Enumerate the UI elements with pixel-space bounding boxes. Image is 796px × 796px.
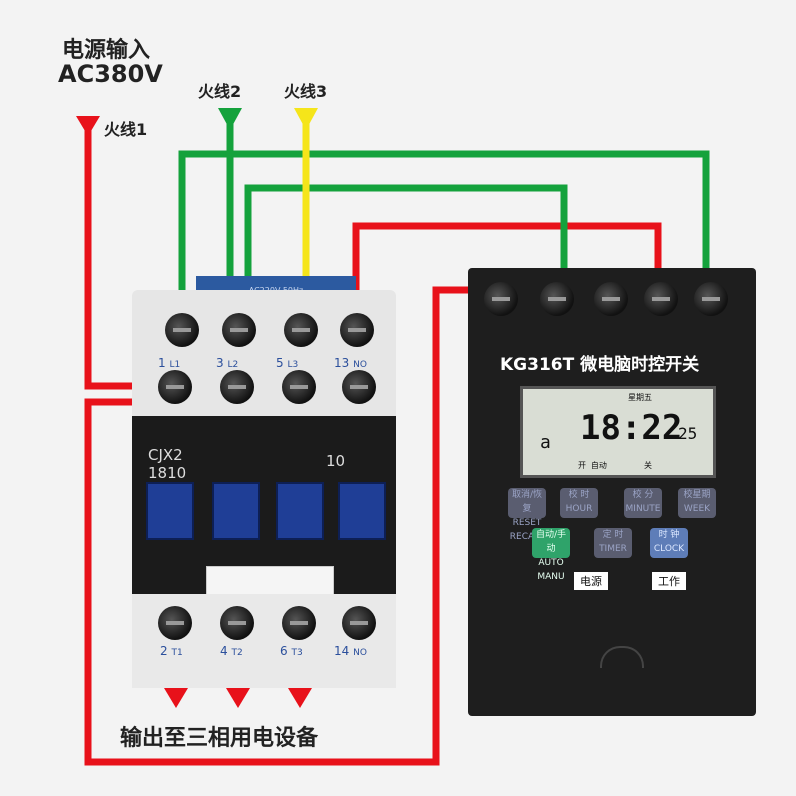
screw-icon [222,313,256,347]
terminal-label-13: 13 NO [334,356,367,370]
screw-icon [340,313,374,347]
screw-icon [484,282,518,316]
lcd-seconds: 25 [678,424,698,443]
arrow-l1 [76,116,100,136]
screw-icon [165,313,199,347]
contact-window [146,482,194,540]
screw-icon [342,370,376,404]
wire-red-loop [84,286,500,766]
terminal-label-6: 6 T3 [280,644,303,658]
arrow-l2 [218,108,242,130]
lcd-status-right: 关 [644,461,652,470]
contact-window [276,482,324,540]
power-indicator-label: 电源 [574,572,608,590]
screw-icon [644,282,678,316]
screw-icon [220,606,254,640]
screw-icon [342,606,376,640]
terminal-label-4: 4 T2 [220,644,243,658]
arrow-l3 [294,108,318,130]
screw-icon [158,606,192,640]
output-label: 输出至三相用电设备 [120,726,319,751]
screw-icon [540,282,574,316]
wire-red-coil [352,222,662,318]
screw-icon [284,313,318,347]
lcd-time: 18:22 [580,408,683,448]
contact-window [212,482,260,540]
title-line1: 电源输入 [62,38,151,63]
screw-icon [220,370,254,404]
timer-title: KG316T 微电脑时控开关 [500,355,700,375]
output-arrow-t3 [288,688,312,708]
screw-icon [282,606,316,640]
terminal-label-2: 2 T1 [160,644,183,658]
lcd-day: 星期五 [628,393,652,402]
terminal-label-14: 14 NO [334,644,367,658]
wire-green-1 [178,150,710,320]
output-arrow-t1 [164,688,188,708]
screw-icon [594,282,628,316]
lcd-mode: a [540,432,551,453]
terminal-label-5: 5 L3 [276,356,299,370]
lcd-display [520,386,716,478]
title-line2: AC380V [58,60,163,88]
screw-icon [158,370,192,404]
label-phase-l2: 火线2 [198,82,242,101]
output-arrow-t2 [226,688,250,708]
contactor-aux-number: 10 [326,452,346,470]
screw-icon [282,370,316,404]
label-phase-l3: 火线3 [284,82,328,101]
screw-icon [694,282,728,316]
terminal-label-3: 3 L2 [216,356,239,370]
work-indicator-label: 工作 [652,572,686,590]
label-phase-l1: 火线1 [104,120,148,139]
lcd-status-left: 开 自动 [578,461,607,470]
contact-window [338,482,386,540]
terminal-label-1: 1 L1 [158,356,181,370]
